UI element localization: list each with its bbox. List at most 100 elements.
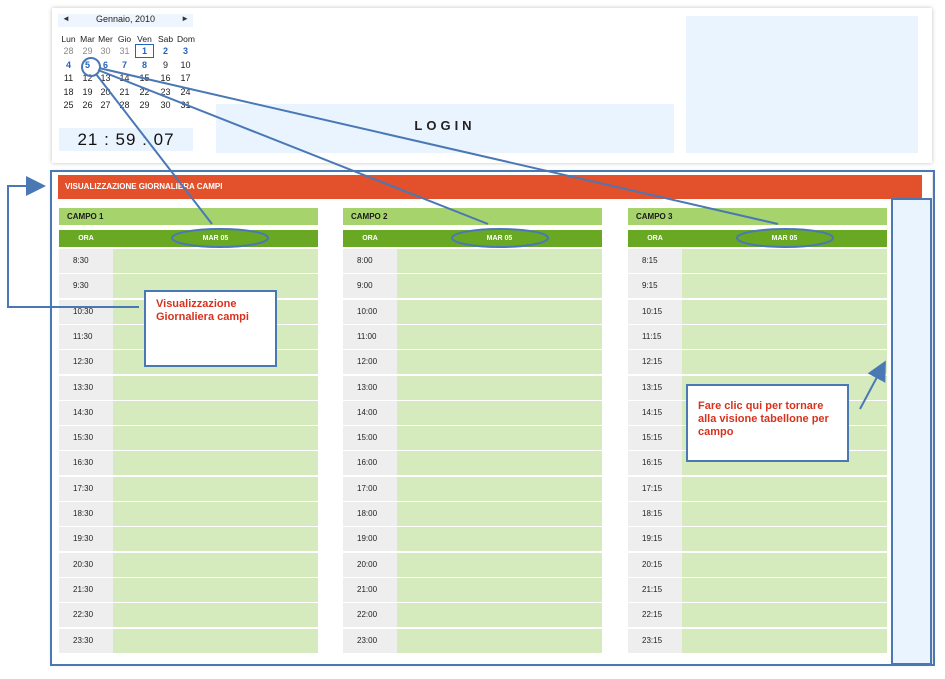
booking-slot[interactable] [682, 299, 887, 324]
calendar-day[interactable]: 22 [139, 86, 150, 97]
calendar-day[interactable]: 31 [119, 46, 130, 56]
booking-slot[interactable] [682, 603, 887, 628]
booking-slot[interactable] [682, 274, 887, 299]
booking-slot[interactable] [113, 375, 318, 400]
booking-slot[interactable] [113, 451, 318, 476]
booking-slot[interactable] [397, 628, 602, 653]
time-cell: 16:15 [628, 451, 682, 476]
calendar-day[interactable]: 28 [63, 46, 74, 56]
booking-slot[interactable] [113, 426, 318, 451]
time-cell: 18:15 [628, 502, 682, 526]
time-cell: 10:15 [628, 299, 682, 324]
calendar-day[interactable]: 3 [182, 46, 188, 56]
booking-slot[interactable] [113, 476, 318, 501]
calendar-day[interactable]: 4 [65, 59, 71, 70]
booking-slot[interactable] [397, 249, 602, 273]
booking-slot[interactable] [397, 603, 602, 628]
time-cell: 15:00 [343, 426, 397, 451]
booking-slot[interactable] [397, 375, 602, 400]
calendar-day[interactable]: 30 [100, 46, 111, 56]
calendar-day[interactable]: 11 [63, 73, 74, 83]
calendar-day[interactable]: 13 [100, 73, 111, 83]
booking-slot[interactable] [397, 476, 602, 501]
booking-slot[interactable] [113, 552, 318, 577]
annotation-day-ellipse-3 [736, 228, 834, 248]
booking-slot[interactable] [113, 502, 318, 526]
time-cell: 9:30 [59, 274, 113, 299]
calendar-day[interactable]: 27 [100, 100, 111, 110]
calendar-day[interactable]: 24 [180, 86, 191, 97]
booking-slot[interactable] [113, 527, 318, 552]
calendar-day[interactable]: 8 [141, 59, 147, 70]
booking-slot[interactable] [682, 350, 887, 375]
calendar-day[interactable]: 29 [139, 100, 150, 110]
booking-slot[interactable] [397, 299, 602, 324]
time-cell: 21:30 [59, 577, 113, 602]
calendar-day[interactable]: 6 [102, 59, 108, 70]
booking-slot[interactable] [397, 527, 602, 552]
time-cell: 13:00 [343, 375, 397, 400]
booking-slot[interactable] [397, 451, 602, 476]
calendar-day[interactable]: 23 [160, 86, 171, 97]
booking-slot[interactable] [682, 527, 887, 552]
calendar-day[interactable]: 17 [180, 73, 191, 83]
calendar-day[interactable]: 28 [119, 100, 130, 110]
booking-slot[interactable] [397, 274, 602, 299]
booking-slot[interactable] [397, 502, 602, 526]
booking-slot[interactable] [397, 400, 602, 425]
booking-slot[interactable] [682, 502, 887, 526]
booking-slot[interactable] [682, 324, 887, 349]
day-label[interactable]: MAR 05 [202, 235, 229, 242]
time-cell: 18:30 [59, 502, 113, 526]
next-month-button[interactable]: ► [181, 14, 189, 23]
side-scroll-panel[interactable] [893, 200, 930, 663]
calendar-day[interactable]: 14 [119, 73, 130, 83]
time-cell: 17:30 [59, 476, 113, 501]
booking-slot[interactable] [397, 552, 602, 577]
booking-slot[interactable] [682, 476, 887, 501]
booking-slot[interactable] [397, 350, 602, 375]
prev-month-button[interactable]: ◄ [62, 14, 70, 23]
annotation-day-ellipse-1 [171, 228, 269, 248]
booking-slot[interactable] [682, 552, 887, 577]
calendar-day[interactable]: 5 [84, 59, 90, 70]
calendar-day[interactable]: 7 [121, 59, 127, 70]
booking-slot[interactable] [113, 577, 318, 602]
booking-slot[interactable] [113, 249, 318, 273]
calendar-day[interactable]: 10 [180, 59, 191, 70]
time-cell: 16:30 [59, 451, 113, 476]
booking-slot[interactable] [682, 249, 887, 273]
calendar-day[interactable]: 26 [82, 100, 93, 110]
calendar-day[interactable]: 16 [160, 73, 171, 83]
weekday-label: Ven [137, 34, 152, 44]
booking-slot[interactable] [682, 628, 887, 653]
booking-slot[interactable] [397, 324, 602, 349]
calendar-day[interactable]: 30 [160, 100, 171, 110]
day-label[interactable]: MAR 05 [486, 235, 513, 242]
booking-slot[interactable] [113, 603, 318, 628]
calendar-day[interactable]: 9 [162, 59, 168, 70]
booking-slot[interactable] [397, 426, 602, 451]
calendar-day[interactable]: 2 [162, 46, 168, 56]
time-cell: 17:15 [628, 476, 682, 501]
booking-slot[interactable] [682, 577, 887, 602]
calendar-day[interactable]: 19 [82, 86, 93, 97]
calendar-day[interactable]: 25 [63, 100, 74, 110]
calendar-day[interactable]: 21 [119, 86, 130, 97]
time-cell: 21:15 [628, 577, 682, 602]
weekday-label: Mer [98, 34, 113, 44]
calendar-day[interactable]: 29 [82, 46, 93, 56]
booking-slot[interactable] [113, 628, 318, 653]
booking-slot[interactable] [113, 400, 318, 425]
booking-slot[interactable] [397, 577, 602, 602]
day-label[interactable]: MAR 05 [771, 235, 798, 242]
calendar-day[interactable]: 1 [135, 44, 154, 58]
time-cell: 13:15 [628, 375, 682, 400]
calendar-day[interactable]: 12 [82, 73, 93, 83]
login-label: LOGIN [414, 118, 476, 133]
ora-label: ORA [362, 235, 378, 242]
calendar-day[interactable]: 20 [100, 86, 111, 97]
time-cell: 8:30 [59, 249, 113, 273]
calendar-day[interactable]: 18 [63, 86, 74, 97]
